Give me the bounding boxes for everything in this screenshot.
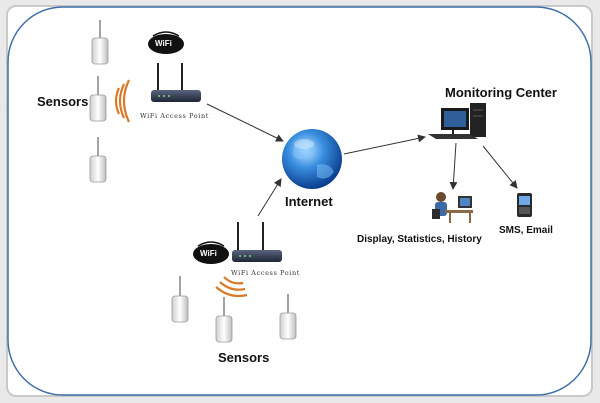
signal-waves-top-icon xyxy=(114,79,130,123)
sensor-top-1 xyxy=(91,20,109,65)
arrow-ap-top-to-internet xyxy=(206,103,284,142)
access-point-top-label: WiFi Access Point xyxy=(140,112,209,120)
wifi-logo-top-icon xyxy=(148,31,184,54)
arrow-internet-to-monitoring xyxy=(343,134,426,155)
sensors-bottom-label: Sensors xyxy=(218,350,270,365)
wifi-logo-bottom-text: WiFi xyxy=(200,249,217,258)
wifi-logo-bottom-icon xyxy=(193,241,229,264)
monitoring-computer-icon xyxy=(428,103,486,139)
sensor-bottom-2 xyxy=(215,297,233,343)
operator-at-desk-icon xyxy=(432,192,473,223)
mobile-phone-icon xyxy=(517,193,532,217)
signal-waves-bottom-icon xyxy=(215,276,248,298)
display-statistics-history-label: Display, Statistics, History xyxy=(357,234,482,245)
arrow-monitoring-to-display xyxy=(449,142,458,190)
access-point-top-icon xyxy=(151,63,201,102)
arrow-ap-bottom-to-internet xyxy=(257,178,282,217)
access-point-bottom-icon xyxy=(232,222,282,262)
internet-label: Internet xyxy=(285,194,333,209)
sensors-top-label: Sensors xyxy=(37,94,89,109)
internet-globe-icon xyxy=(282,129,342,189)
wifi-logo-top-text: WiFi xyxy=(155,39,172,48)
monitoring-center-label: Monitoring Center xyxy=(445,85,557,100)
sensor-bottom-1 xyxy=(171,276,189,323)
sensor-top-2 xyxy=(89,76,107,122)
arrow-monitoring-to-sms xyxy=(482,145,518,189)
sms-email-label: SMS, Email xyxy=(499,225,553,236)
sensor-top-3 xyxy=(89,137,107,183)
sensor-bottom-3 xyxy=(279,294,297,340)
outer-frame-line xyxy=(7,6,592,396)
access-point-bottom-label: WiFi Access Point xyxy=(231,269,300,277)
diagram-panel xyxy=(6,5,593,397)
